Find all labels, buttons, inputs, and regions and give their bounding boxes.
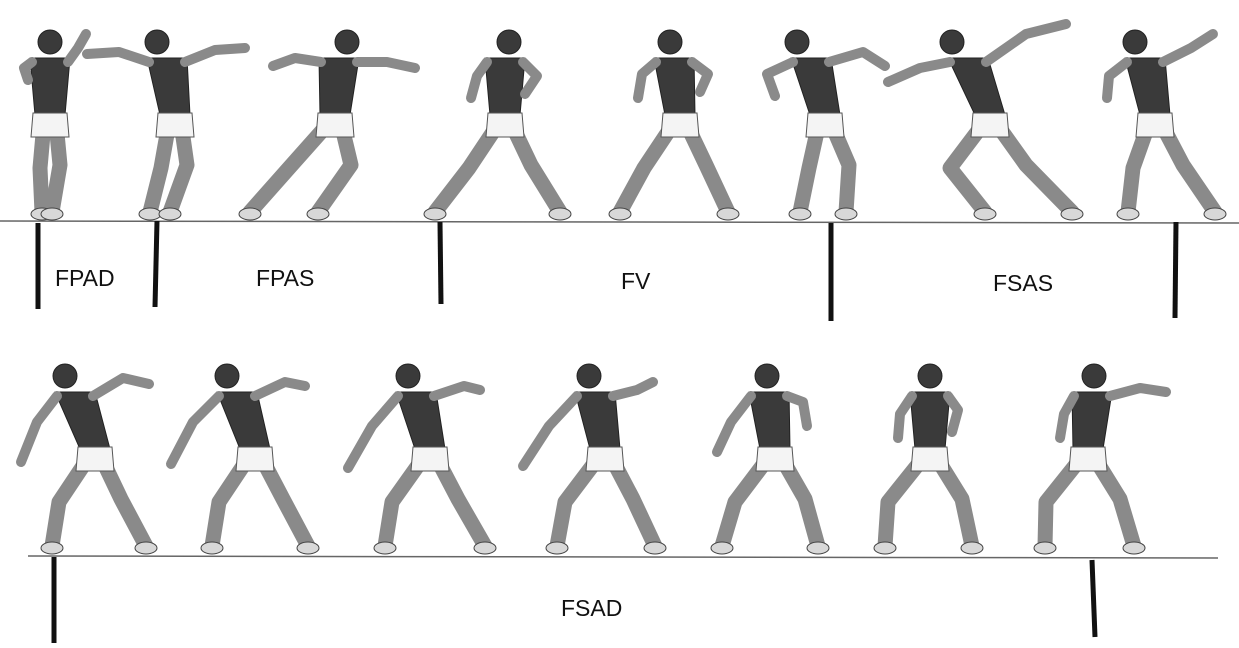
athlete-figure [343,363,497,555]
phase-marker [437,221,444,305]
phase-marker [1089,559,1098,638]
athlete-figure [883,19,1084,221]
athlete-figure [238,29,420,221]
athlete-figure [19,29,91,221]
athlete-figure [710,363,830,555]
athlete-figure [166,363,320,555]
athlete-figure [16,363,158,555]
athlete-figure [873,363,984,555]
athlete-figure [518,363,667,555]
ground-line-row-2 [27,555,1219,559]
phase-marker [152,220,160,308]
phase-label-fsad: FSAD [561,595,623,621]
phase-label-fpad: FPAD [55,265,115,291]
phase-marker [1172,221,1179,319]
athlete-figure [762,29,890,221]
athlete-figure [1102,29,1227,221]
phase-label-fv: FV [621,268,651,294]
phase-label-fsas: FSAS [993,270,1054,296]
phase-label-fpas: FPAS [256,265,315,291]
athlete-figure [423,29,572,221]
athlete-figure [82,29,250,221]
athlete-figure [1033,363,1171,555]
ground-line-row-1 [0,220,1239,224]
athlete-figure [608,29,740,221]
